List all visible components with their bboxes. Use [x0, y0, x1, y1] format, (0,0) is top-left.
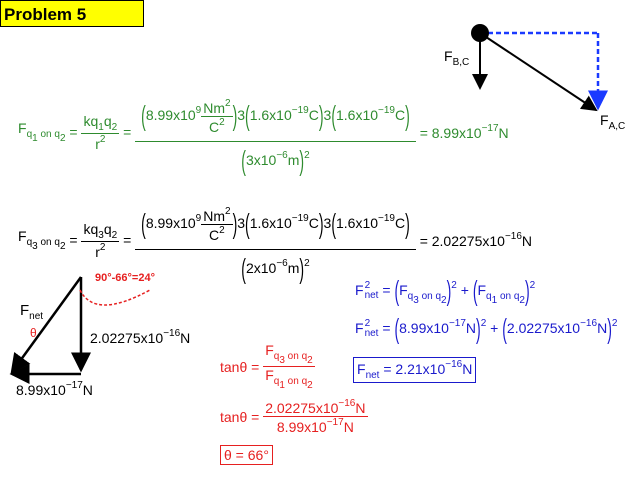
charge-dot — [471, 24, 489, 42]
fnet-result: Fnet = 2.21x10−16N — [353, 357, 477, 383]
angle-arc — [79, 289, 151, 306]
angle-label: 90°-66°=24° — [95, 272, 155, 284]
problem-title: Problem 5 — [0, 0, 144, 27]
f-ac-label: FA,C — [600, 112, 626, 132]
horizontal-force-label: 8.99x10−17N — [16, 380, 93, 398]
fnet-label: Fnet — [20, 302, 44, 322]
fnet-arrow — [10, 276, 83, 375]
top-vector-diagram — [471, 24, 608, 112]
vertical-force-label: 2.02275x10−16N — [90, 328, 191, 346]
theta-label: θ — [30, 326, 37, 340]
theta-result: θ = 66° — [220, 445, 273, 465]
f-ac-arrow — [479, 32, 598, 112]
f-bc-label: FB,C — [444, 48, 470, 68]
triangle-diagram — [9, 276, 151, 384]
